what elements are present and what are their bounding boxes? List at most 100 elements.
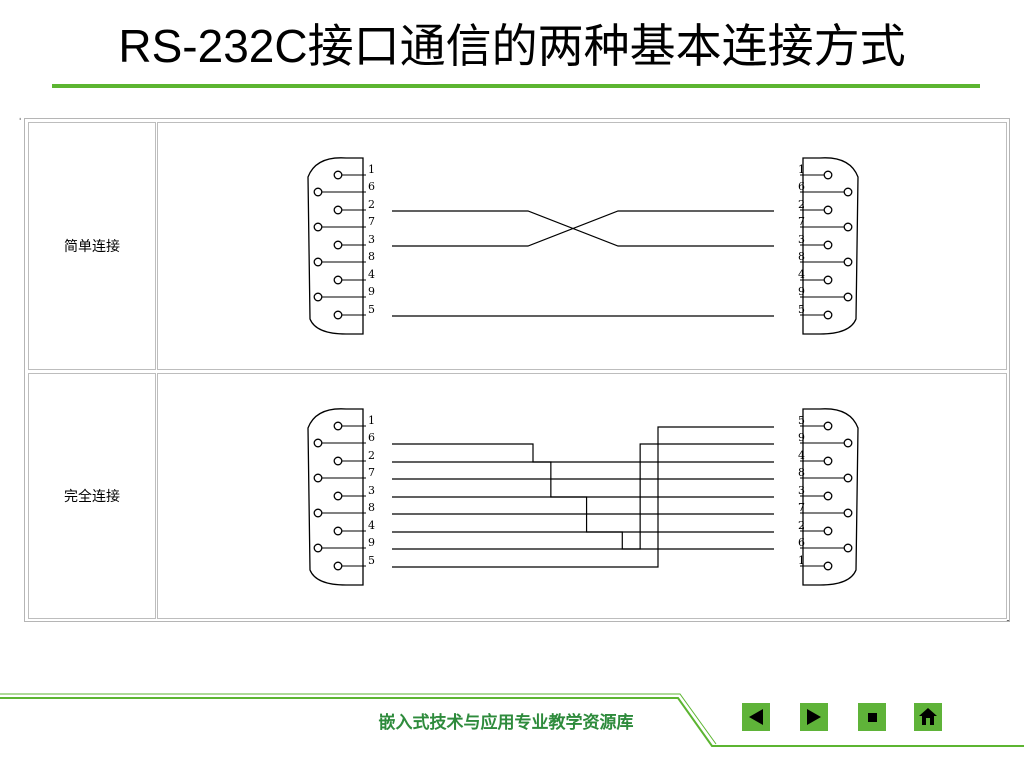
left-pin-label: 3	[368, 233, 375, 246]
wire-4-to-6	[392, 531, 774, 550]
right-pin-label: 1	[798, 554, 805, 567]
left-pin-label: 8	[368, 501, 375, 514]
left-pin-circle	[313, 222, 323, 232]
wire-5-to-5	[392, 426, 774, 568]
left-pin-circle	[333, 456, 343, 466]
right-pin-circle	[843, 257, 853, 267]
left-pin-label: 4	[368, 519, 375, 532]
home-icon	[919, 708, 937, 725]
right-pin-circle	[823, 205, 833, 215]
row-label-full: 完全连接	[28, 373, 156, 619]
square-icon	[868, 713, 877, 722]
left-pin-circle	[333, 561, 343, 571]
right-pin-circle	[823, 310, 833, 320]
wire-3-to-2	[392, 210, 774, 247]
right-connector	[800, 408, 859, 586]
right-pin-circle	[843, 222, 853, 232]
left-pin-label: 8	[368, 250, 375, 263]
right-connector-shell	[802, 408, 859, 586]
right-pin-circle	[823, 170, 833, 180]
corner-mark-bottom-right: ˉ	[1006, 619, 1010, 628]
right-pin-label: 1	[798, 163, 805, 176]
left-pin-label: 6	[368, 180, 375, 193]
right-pin-label: 4	[798, 449, 805, 462]
left-pin-label: 3	[368, 484, 375, 497]
left-pin-label: 1	[368, 414, 375, 427]
left-pin-circle	[333, 310, 343, 320]
next-button[interactable]	[800, 703, 828, 731]
right-pin-circle	[843, 543, 853, 553]
left-pin-circle	[333, 205, 343, 215]
right-pin-label: 9	[798, 285, 805, 298]
right-pin-label: 2	[798, 198, 805, 211]
left-connector	[307, 408, 366, 586]
left-pin-circle	[333, 170, 343, 180]
left-pin-circle	[313, 438, 323, 448]
left-pin-circle	[333, 491, 343, 501]
right-pin-label: 5	[798, 303, 805, 316]
right-pin-label: 3	[798, 233, 805, 246]
right-pin-label: 9	[798, 431, 805, 444]
right-pin-label: 7	[798, 501, 805, 514]
right-pin-label: 6	[798, 536, 805, 549]
left-pin-label: 9	[368, 285, 375, 298]
left-connector-shell	[307, 408, 364, 586]
left-pin-label: 6	[368, 431, 375, 444]
left-pin-label: 2	[368, 198, 375, 211]
home-button[interactable]	[914, 703, 942, 731]
left-pin-circle	[333, 275, 343, 285]
slide-title: RS-232C接口通信的两种基本连接方式	[118, 20, 906, 72]
left-pin-label: 2	[368, 449, 375, 462]
footer-decoration	[0, 693, 1024, 747]
right-pin-circle	[823, 561, 833, 571]
left-pin-label: 9	[368, 536, 375, 549]
left-pin-circle	[313, 257, 323, 267]
left-pin-circle	[333, 526, 343, 536]
right-pin-circle	[823, 275, 833, 285]
right-pin-circle	[843, 438, 853, 448]
corner-mark-top-left: ˌ	[19, 112, 22, 121]
left-pin-circle	[333, 240, 343, 250]
right-connector	[800, 157, 859, 335]
left-pin-label: 7	[368, 215, 375, 228]
left-connector	[307, 157, 366, 335]
left-pin-circle	[313, 187, 323, 197]
right-pin-circle	[823, 491, 833, 501]
left-pin-label: 4	[368, 268, 375, 281]
right-pin-circle	[843, 473, 853, 483]
right-pin-circle	[843, 508, 853, 518]
triangle-left-icon	[749, 709, 763, 725]
right-pin-circle	[843, 187, 853, 197]
left-pin-label: 7	[368, 466, 375, 479]
prev-button[interactable]	[742, 703, 770, 731]
right-pin-circle	[823, 456, 833, 466]
left-pin-label: 1	[368, 163, 375, 176]
left-pin-label: 5	[368, 303, 375, 316]
left-pin-circle	[333, 421, 343, 431]
title-underline	[52, 84, 980, 88]
left-pin-circle	[313, 543, 323, 553]
right-pin-label: 2	[798, 519, 805, 532]
right-pin-circle	[823, 421, 833, 431]
right-pin-circle	[843, 292, 853, 302]
wire-2-to-3	[392, 210, 774, 247]
right-pin-label: 8	[798, 466, 805, 479]
left-connector-shell	[307, 157, 364, 335]
triangle-right-icon	[807, 709, 821, 725]
row-label-simple: 简单连接	[28, 122, 156, 370]
footer-text: 嵌入式技术与应用专业教学资源库	[378, 713, 634, 733]
right-pin-label: 4	[798, 268, 805, 281]
right-connector-shell	[802, 157, 859, 335]
wire-6-to-4	[392, 443, 774, 463]
right-pin-label: 6	[798, 180, 805, 193]
stop-button[interactable]	[858, 703, 886, 731]
right-pin-label: 8	[798, 250, 805, 263]
wire-9-to-9	[392, 443, 774, 550]
right-pin-label: 7	[798, 215, 805, 228]
left-pin-circle	[313, 508, 323, 518]
left-pin-label: 5	[368, 554, 375, 567]
left-pin-circle	[313, 292, 323, 302]
